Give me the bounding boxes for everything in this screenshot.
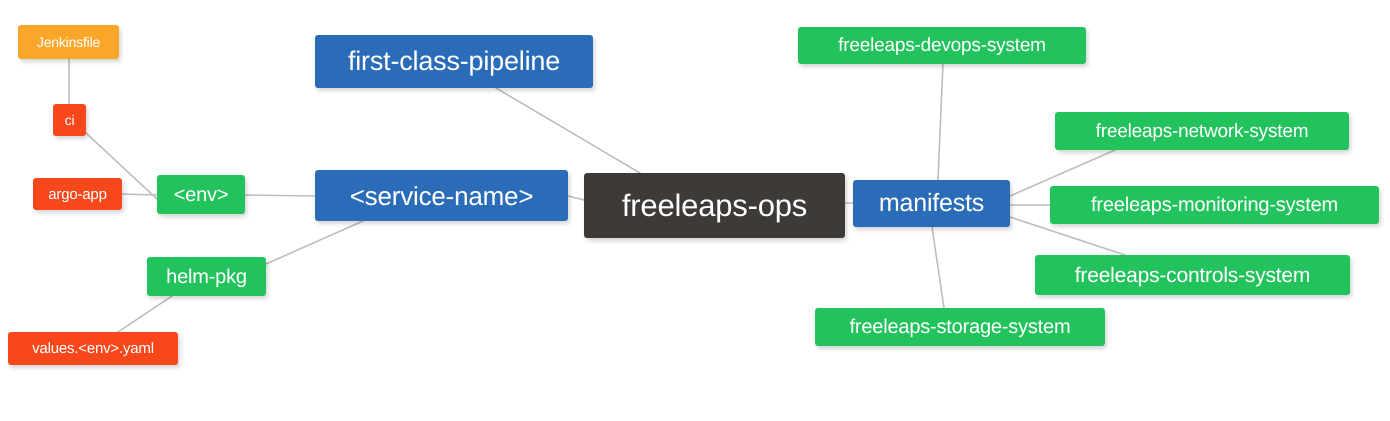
edge-helm-pkg-to-values-yaml (117, 295, 173, 333)
mindmap-node-devops[interactable]: freeleaps-devops-system (798, 27, 1086, 64)
mindmap-node-helm-pkg[interactable]: helm-pkg (147, 257, 266, 296)
edge-manifests-to-network (1009, 149, 1116, 197)
edge-service-name-to-root (567, 195, 585, 201)
edge-argo-app-to-env (121, 193, 158, 196)
mindmap-node-service-name[interactable]: <service-name> (315, 170, 568, 221)
mindmap-node-controls[interactable]: freeleaps-controls-system (1035, 255, 1350, 295)
edge-manifests-to-storage (931, 226, 945, 309)
mindmap-node-values-yaml[interactable]: values.<env>.yaml (8, 332, 178, 365)
mindmap-node-manifests[interactable]: manifests (853, 180, 1010, 227)
edge-manifests-to-devops (937, 63, 944, 181)
edge-pipeline-to-root (495, 87, 641, 174)
edge-env-to-service-name (244, 194, 316, 197)
mindmap-node-storage[interactable]: freeleaps-storage-system (815, 308, 1105, 346)
mindmap-node-env[interactable]: <env> (157, 175, 245, 214)
edge-service-name-to-helm-pkg (265, 220, 364, 265)
mindmap-node-argo-app[interactable]: argo-app (33, 178, 122, 210)
mindmap-node-network[interactable]: freeleaps-network-system (1055, 112, 1349, 150)
mindmap-node-pipeline[interactable]: first-class-pipeline (315, 35, 593, 88)
mindmap-node-jenkinsfile[interactable]: Jenkinsfile (18, 25, 119, 59)
mindmap-node-root[interactable]: freeleaps-ops (584, 173, 845, 238)
mindmap-node-ci[interactable]: ci (53, 104, 86, 136)
mindmap-node-monitoring[interactable]: freeleaps-monitoring-system (1050, 186, 1379, 224)
edge-manifests-to-controls (1009, 216, 1126, 256)
edge-ci-to-env (85, 132, 158, 200)
